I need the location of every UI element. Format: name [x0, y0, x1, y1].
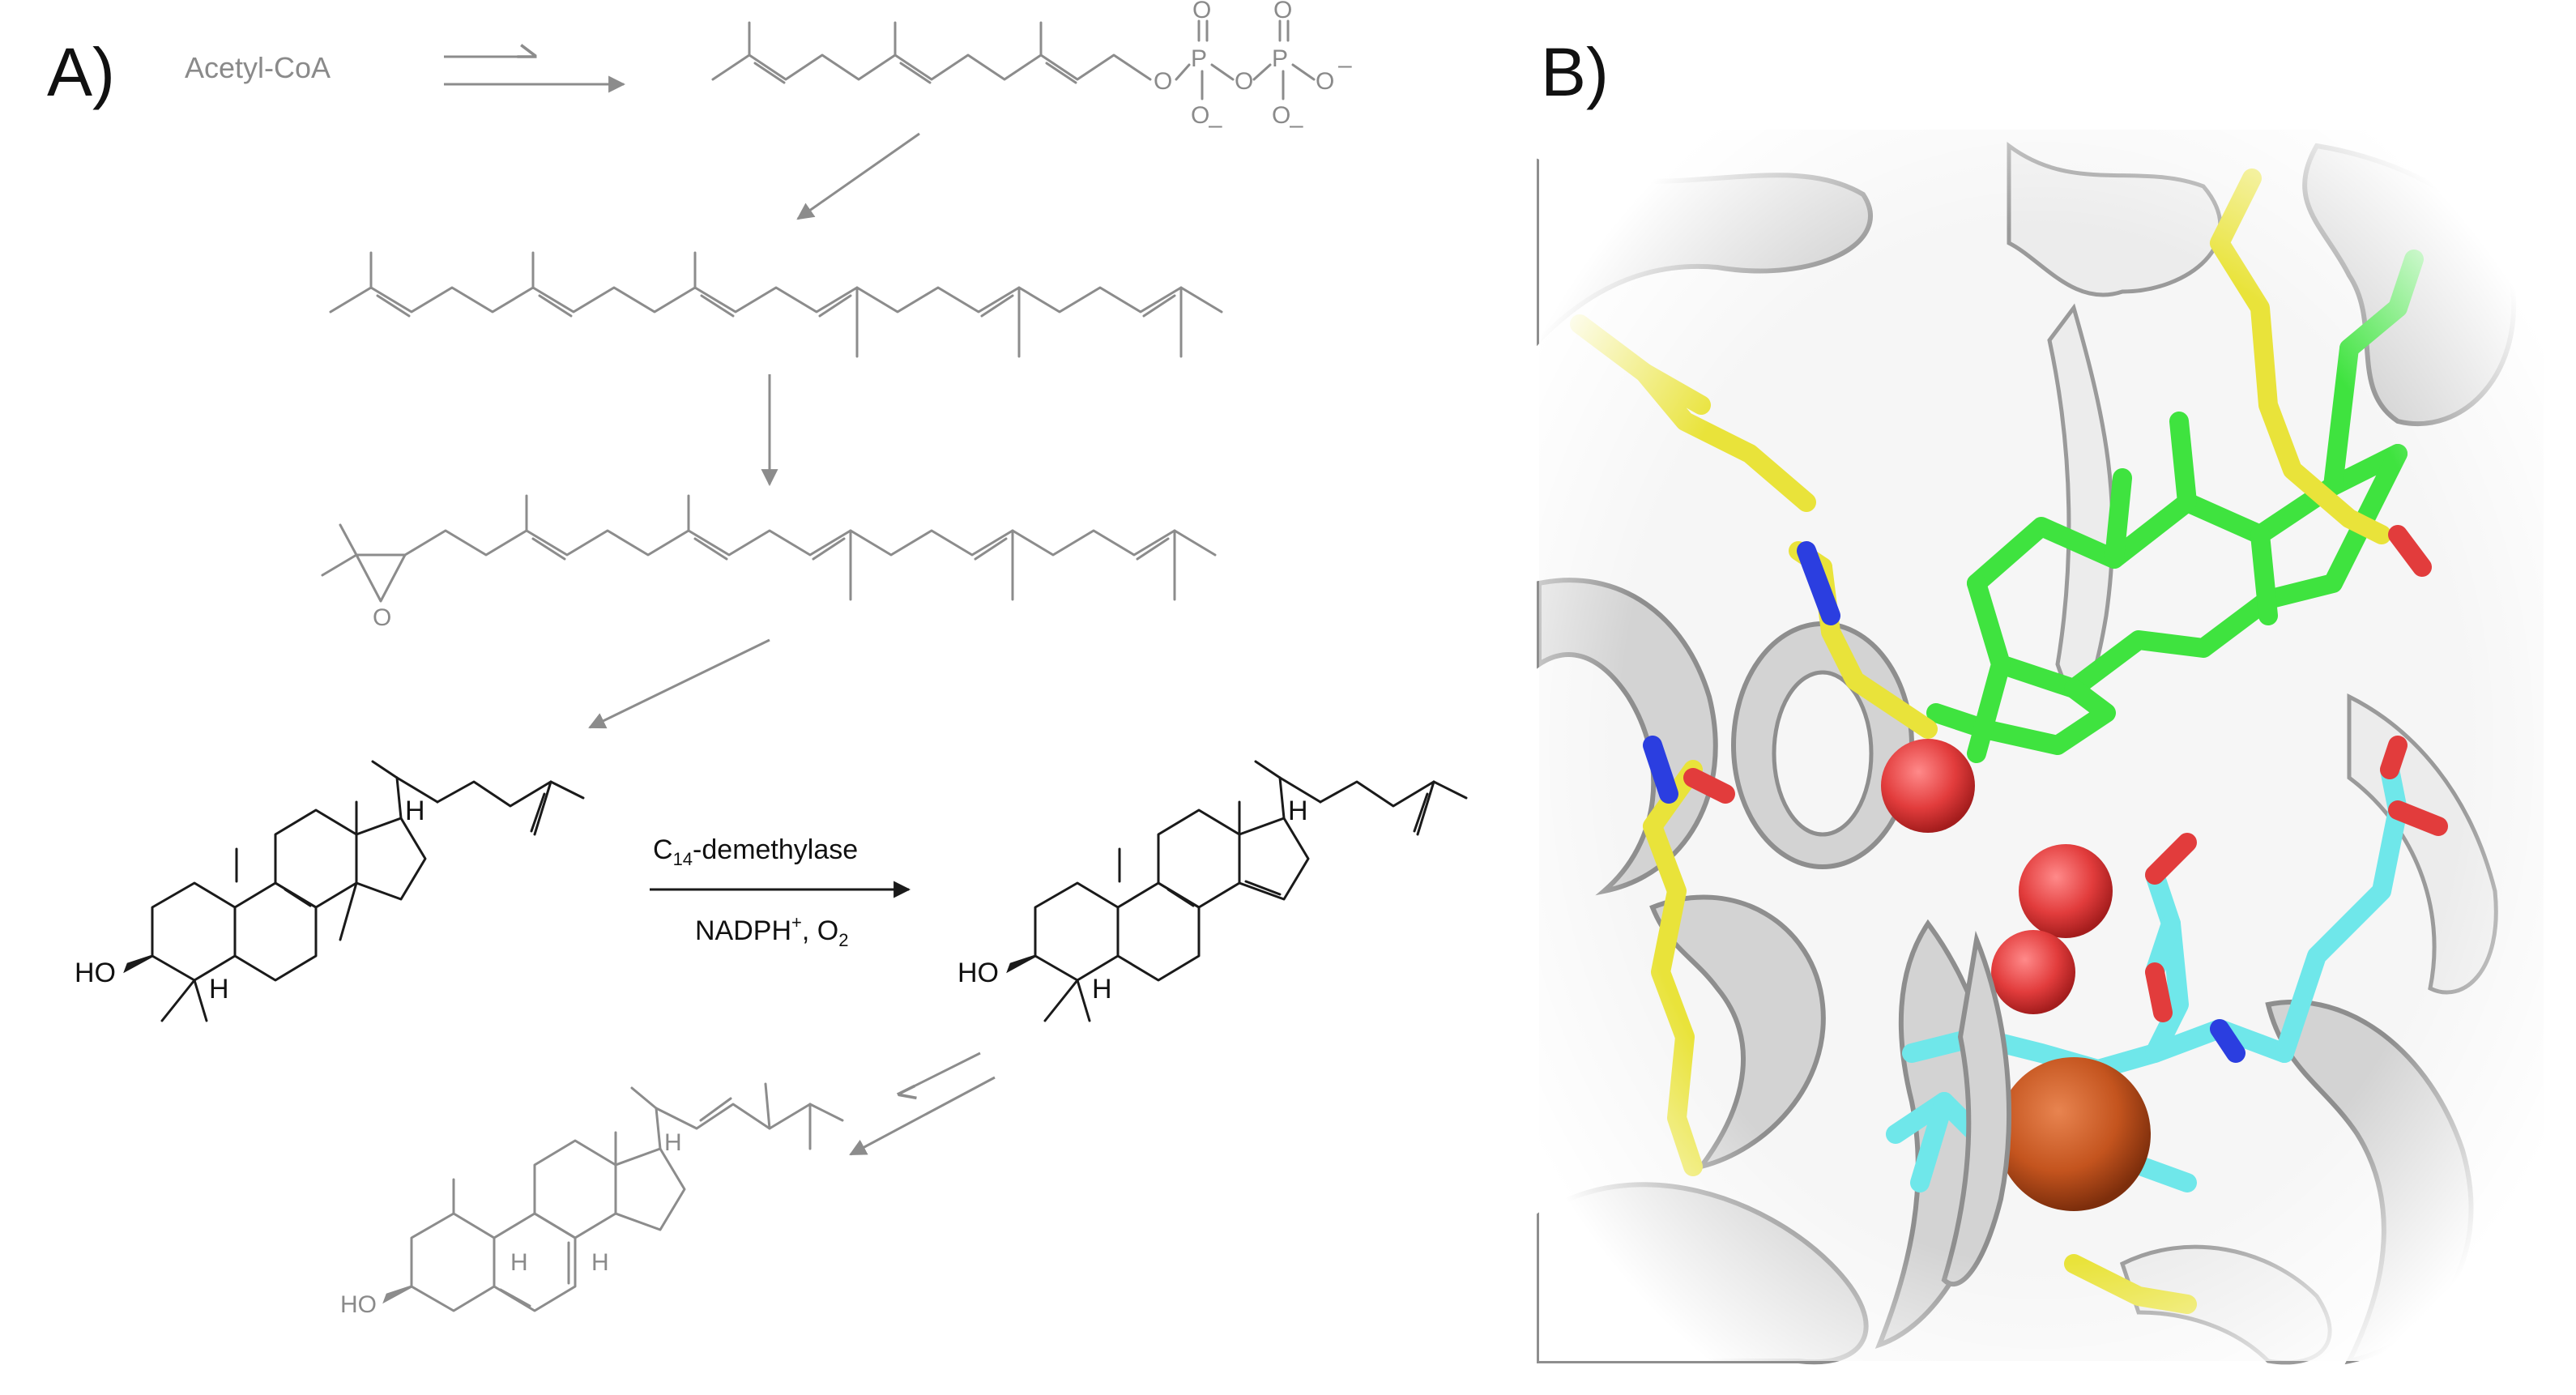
fpp-o7: O [1316, 68, 1334, 95]
arrow-acetyl-to-fpp [444, 57, 626, 93]
demethylase-step: C14-demethylase NADPH+, O2 [650, 834, 911, 950]
ergosterol-h9: H [510, 1249, 528, 1276]
epoxide-o: O [373, 604, 391, 631]
intermediate-ho: HO [957, 958, 999, 988]
protein-structure [1537, 130, 2544, 1365]
enzyme-label: C14-demethylase [653, 834, 858, 869]
fpp-minus1: – [1209, 112, 1222, 139]
lanosterol: HO H H [75, 760, 585, 1022]
ergosterol: HO H H H [340, 1082, 844, 1318]
arrow-to-ergosterol [849, 1052, 996, 1156]
lanosterol-h5: H [209, 974, 229, 1005]
fpp-p1: P [1191, 45, 1207, 72]
ergosterol-ho: HO [340, 1291, 377, 1318]
ergosterol-h14: H [591, 1249, 609, 1276]
farnesyl-pyrophosphate: O P O O – O P O O – O – [711, 0, 1352, 139]
fpp-o6: O [1272, 102, 1290, 129]
ho-wedge [123, 954, 153, 974]
fpp-o1: O [1154, 68, 1172, 95]
intermediate-h5: H [1092, 974, 1112, 1005]
ergosterol-h17: H [664, 1129, 682, 1156]
fpp-minus3: – [1338, 52, 1352, 79]
fpp-minus2: – [1290, 112, 1303, 139]
arrow-epoxide-to-lanosterol [588, 638, 770, 729]
fpp-p2: P [1272, 45, 1288, 72]
panel-a-label: A) [47, 34, 115, 110]
fpp-o2: O [1192, 0, 1211, 23]
lanosterol-h17: H [405, 796, 425, 826]
panel-b-label: B) [1541, 34, 1609, 110]
cofactor-label: NADPH+, O2 [695, 912, 848, 950]
acetyl-coa-label: Acetyl-CoA [185, 51, 331, 84]
oxidosqualene: O [321, 494, 1217, 631]
fpp-o3: O [1191, 102, 1209, 129]
fpp-o5: O [1273, 0, 1292, 23]
intermediate-h17: H [1288, 796, 1308, 826]
demethylated-intermediate: HO H H [957, 760, 1468, 1022]
squalene [329, 251, 1223, 358]
arrow-fpp-to-squalene [796, 132, 920, 220]
fpp-o4: O [1235, 68, 1253, 95]
lanosterol-ho: HO [75, 958, 116, 988]
